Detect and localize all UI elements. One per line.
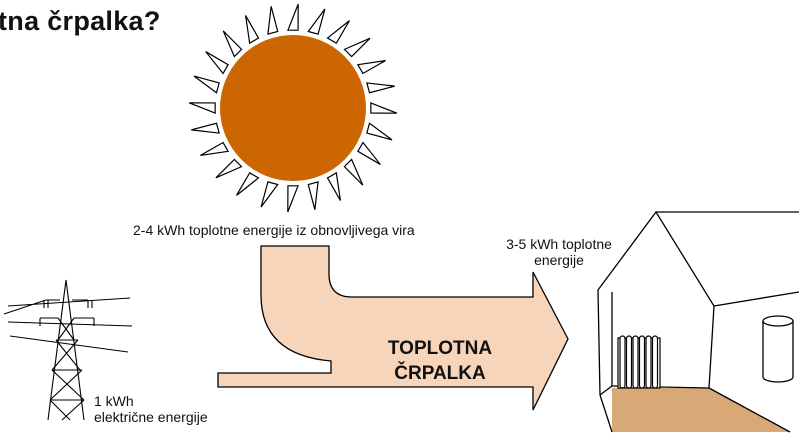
heat-pump-label-line2: ČRPALKA: [394, 363, 486, 384]
sun-ray: [215, 158, 243, 179]
sun-ray: [193, 75, 220, 94]
sun-ray: [267, 6, 279, 35]
sun-ray: [236, 172, 260, 196]
electric-energy-label: 1 kWh električne energije: [94, 393, 208, 425]
sun-ray: [307, 181, 319, 210]
heat-pump-label-line1: TOPLOTNA: [387, 338, 493, 359]
radiator-icon: [617, 335, 661, 389]
sun-ray: [244, 15, 260, 45]
sun-ray: [356, 59, 386, 75]
sun-ray: [343, 37, 371, 58]
sun-ray: [366, 82, 395, 94]
sun-icon: [188, 3, 398, 213]
sun-ray: [260, 181, 279, 208]
page-title: tna črpalka?: [0, 6, 161, 36]
sun-ray: [326, 171, 342, 201]
sun-ray: [307, 8, 326, 35]
energy-flow-arrow: [217, 245, 569, 411]
radiator-fin: [625, 335, 633, 389]
sun-ray: [343, 158, 364, 186]
renewable-energy-label: 2-4 kWh toplotne energije iz obnovljiveg…: [133, 222, 415, 238]
sun-ray: [357, 141, 381, 165]
radiator-fin: [632, 335, 639, 389]
radiator-fin: [645, 335, 652, 389]
sun-ray: [191, 122, 220, 134]
electric-energy-label-line2: električne energije: [94, 409, 208, 425]
sun-ray: [370, 102, 398, 114]
radiator-fin: [619, 335, 626, 389]
boiler-tank-icon: [762, 315, 794, 383]
sun-ray: [287, 3, 299, 31]
house-icon: [597, 210, 799, 433]
output-energy-label-line2: energije: [534, 252, 584, 268]
sun-disc: [220, 35, 366, 181]
electric-energy-label-line1: 1 kWh: [94, 393, 134, 409]
radiator-fin: [638, 335, 646, 389]
radiator-fin: [651, 335, 659, 389]
output-energy-label-line1: 3-5 kWh toplotne: [506, 236, 612, 252]
sun-ray: [326, 20, 350, 44]
power-pylon-icon: [3, 279, 133, 421]
output-energy-label: 3-5 kWh toplotne energije: [492, 236, 626, 268]
sun-ray: [188, 102, 216, 114]
house-floor: [612, 388, 790, 432]
sun-ray: [287, 185, 299, 213]
sun-ray: [366, 122, 393, 141]
sun-ray: [222, 30, 243, 58]
sun-rays: [188, 3, 398, 213]
sun-ray: [205, 51, 229, 75]
heat-pump-label: TOPLOTNA ČRPALKA: [355, 336, 525, 386]
sun-ray: [200, 141, 230, 157]
